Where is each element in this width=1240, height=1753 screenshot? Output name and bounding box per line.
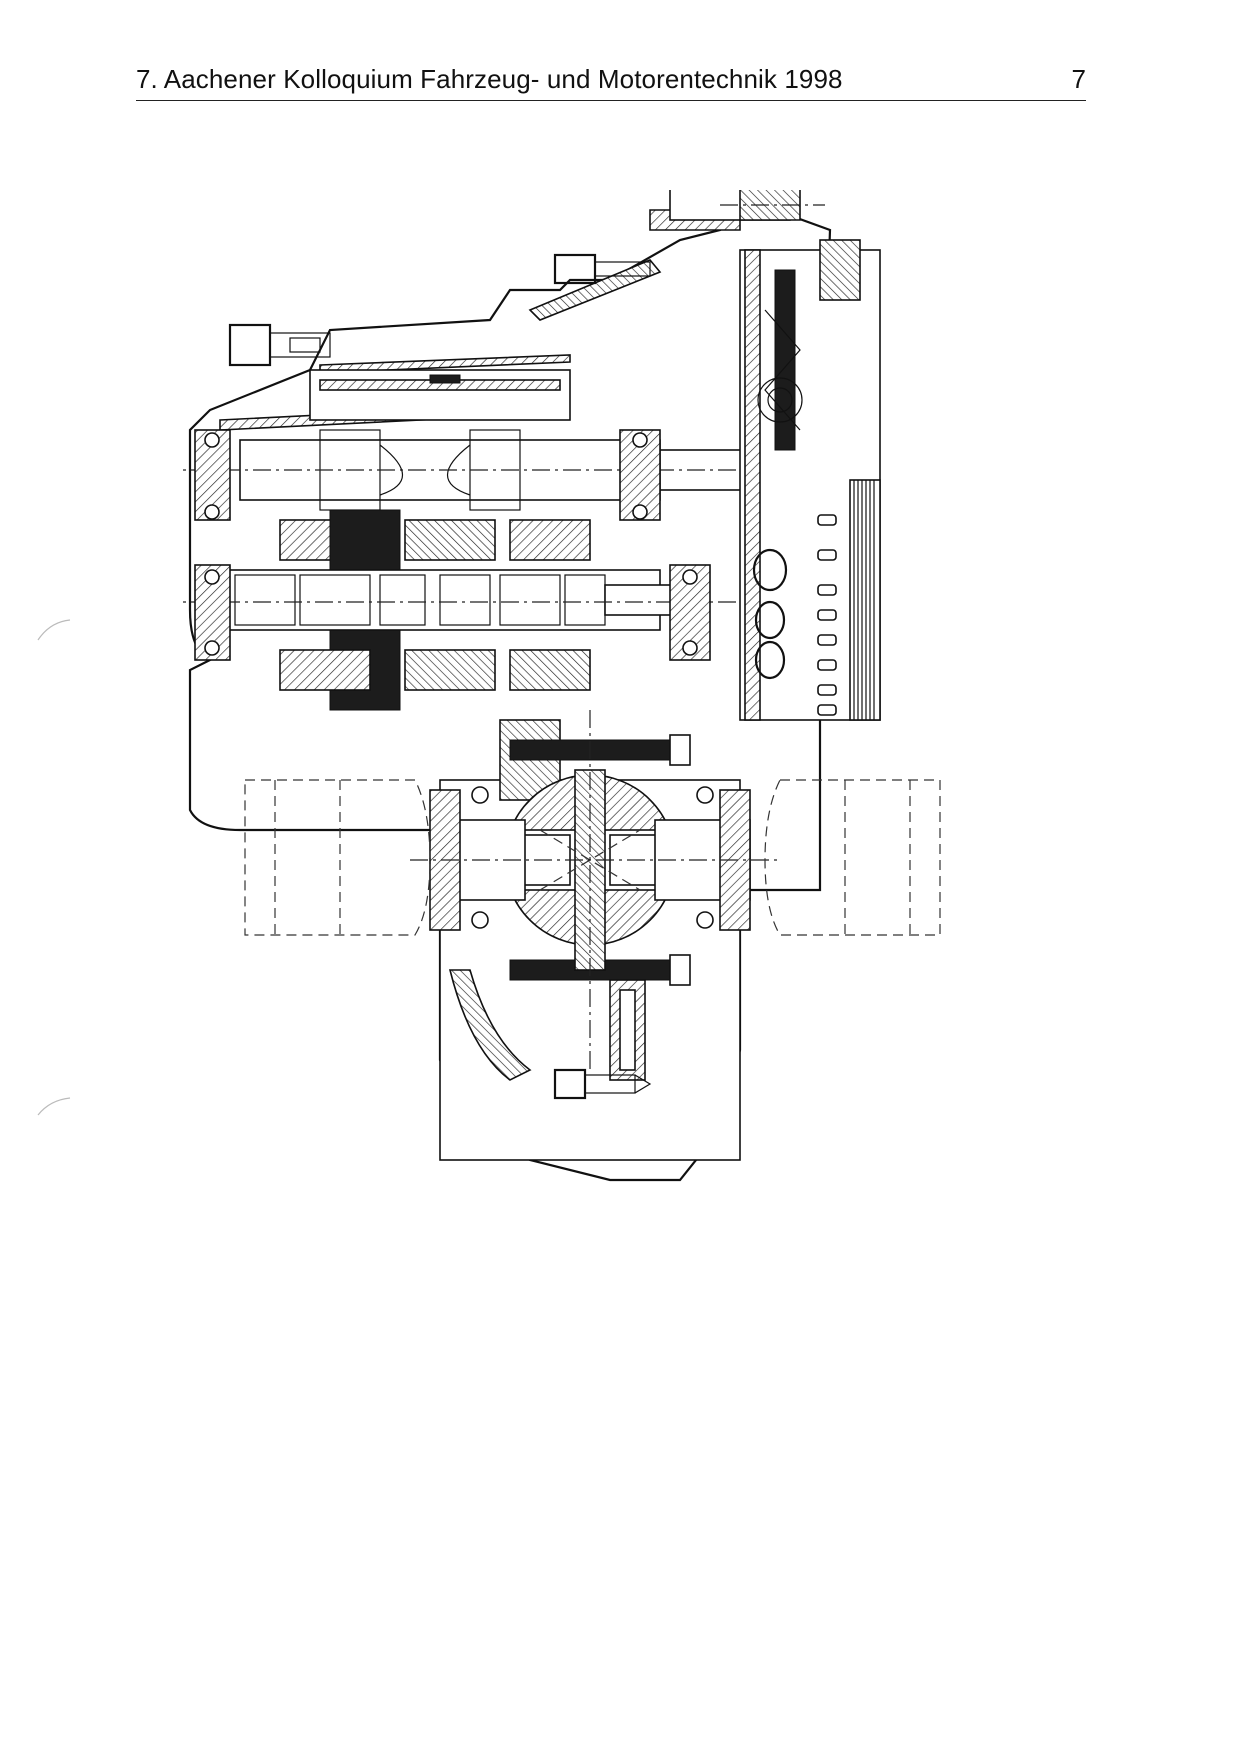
flywheel-slots <box>752 514 837 716</box>
page-number: 7 <box>1071 64 1086 94</box>
flywheel-teeth <box>853 480 875 720</box>
header-title: 7. Aachener Kolloquium Fahrzeug- und Mot… <box>136 64 843 94</box>
gearbox-cross-section-drawing-icon <box>180 190 941 1182</box>
page-header: 7. Aachener Kolloquium Fahrzeug- und Mot… <box>136 62 1086 101</box>
technical-drawing <box>180 190 1060 1240</box>
